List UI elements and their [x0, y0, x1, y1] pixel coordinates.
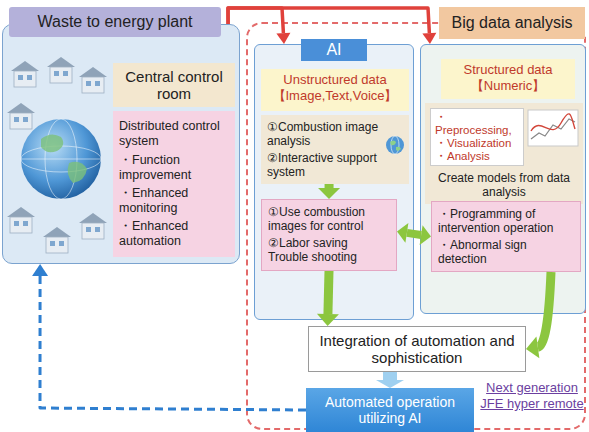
- node-heading: Central control room: [117, 68, 231, 102]
- bigdata-result-box: ・Programming of intervention operation ・A…: [431, 201, 581, 272]
- connector-line: [328, 271, 329, 314]
- node-heading: AI: [301, 39, 367, 61]
- node-heading: ①Combustion image analysis: [267, 120, 383, 148]
- arrowhead: [422, 33, 436, 44]
- control-room-header: Central control room: [113, 63, 235, 107]
- plant-panel: Waste to energy plantCentral control roo…: [2, 24, 240, 264]
- arrowhead: [276, 33, 290, 44]
- node-text: ・Enhanced automation: [119, 219, 229, 249]
- integration-box: Integration of automation and sophistica…: [308, 326, 526, 372]
- node-text: ・Function improvement: [119, 153, 229, 183]
- blue-block-arrow: [376, 372, 404, 388]
- house-icon: [43, 227, 71, 253]
- house-icon: [11, 61, 39, 87]
- node-heading: Unstructured data: [264, 72, 406, 88]
- node-heading: Automated operation utilizing AI: [312, 394, 468, 426]
- connector-line: [325, 184, 334, 188]
- globe: [21, 119, 101, 199]
- globe-equator: [21, 159, 101, 160]
- globe-icon-land: [390, 141, 401, 151]
- node-text: ②Labor saving Trouble shooting: [268, 236, 390, 264]
- model-creation-box: ・Preprocessing, ・Visualization ・Analysis…: [425, 103, 583, 204]
- chart-frame: [528, 110, 578, 146]
- data-type-header: Structured data【Numeric】: [441, 59, 575, 99]
- arrowhead: [32, 264, 48, 276]
- connector-line: [228, 8, 429, 33]
- globe-icon: [385, 135, 405, 155]
- city-globe-illustration: [7, 55, 111, 259]
- node-text: ・Enhanced monitoring: [119, 186, 229, 216]
- bigdata-panel: Big data analysisStructured data【Numeric…: [420, 44, 586, 314]
- house-icon: [79, 213, 107, 239]
- ai-panel: AIUnstructured data【Image,Text,Voice】 ①C…: [254, 44, 414, 320]
- node-heading: Big data analysis: [439, 7, 585, 39]
- globe-land: [41, 134, 63, 152]
- house-icon: [7, 207, 35, 233]
- chart-icon: [527, 109, 579, 147]
- node-heading: Structured data: [444, 62, 572, 78]
- node-heading: ・Programming of intervention operation: [438, 207, 574, 235]
- connector-line: [383, 372, 397, 380]
- node-text: ②Interactive support system: [267, 151, 383, 179]
- node-heading: ①Use combustion images for control: [268, 205, 390, 233]
- node-heading: Distributed control system: [119, 119, 229, 149]
- node-text: 【Numeric】: [444, 78, 572, 94]
- node-text: ・Abnormal sign detection: [438, 238, 574, 266]
- node-heading: ・Preprocessing, ・Visualization ・Analysis: [430, 108, 524, 166]
- ai-result-box: ①Use combustion images for control ②Labor…: [261, 199, 397, 271]
- node-text: Create models from data analysis: [430, 171, 578, 199]
- node-heading: Next generation JFE hyper remote: [480, 380, 584, 412]
- chart-curve: [531, 114, 575, 131]
- automated-operation-box: Automated operation utilizing AI: [306, 388, 474, 432]
- globe-icon-body: [386, 136, 404, 154]
- node-heading: Waste to energy plant: [9, 7, 221, 37]
- house-icon: [7, 103, 35, 129]
- node-heading: Integration of automation and sophistica…: [317, 332, 517, 366]
- connector-line: [407, 233, 421, 235]
- data-type-header: Unstructured data【Image,Text,Voice】: [261, 69, 409, 111]
- hyper-remote-region: Next generation JFE hyper remoteAIUnstru…: [246, 22, 586, 430]
- arrowhead: [376, 380, 404, 388]
- globe-parallel: [21, 146, 101, 172]
- house-icon: [47, 57, 75, 83]
- globe-land: [68, 162, 87, 183]
- node-text: 【Image,Text,Voice】: [264, 88, 406, 104]
- house-icon: [79, 67, 107, 93]
- control-system-box: Distributed control system ・Function impr…: [113, 111, 235, 257]
- arrowhead: [526, 336, 539, 358]
- ai-analysis-box: ①Combustion image analysis ②Interactive s…: [261, 115, 409, 184]
